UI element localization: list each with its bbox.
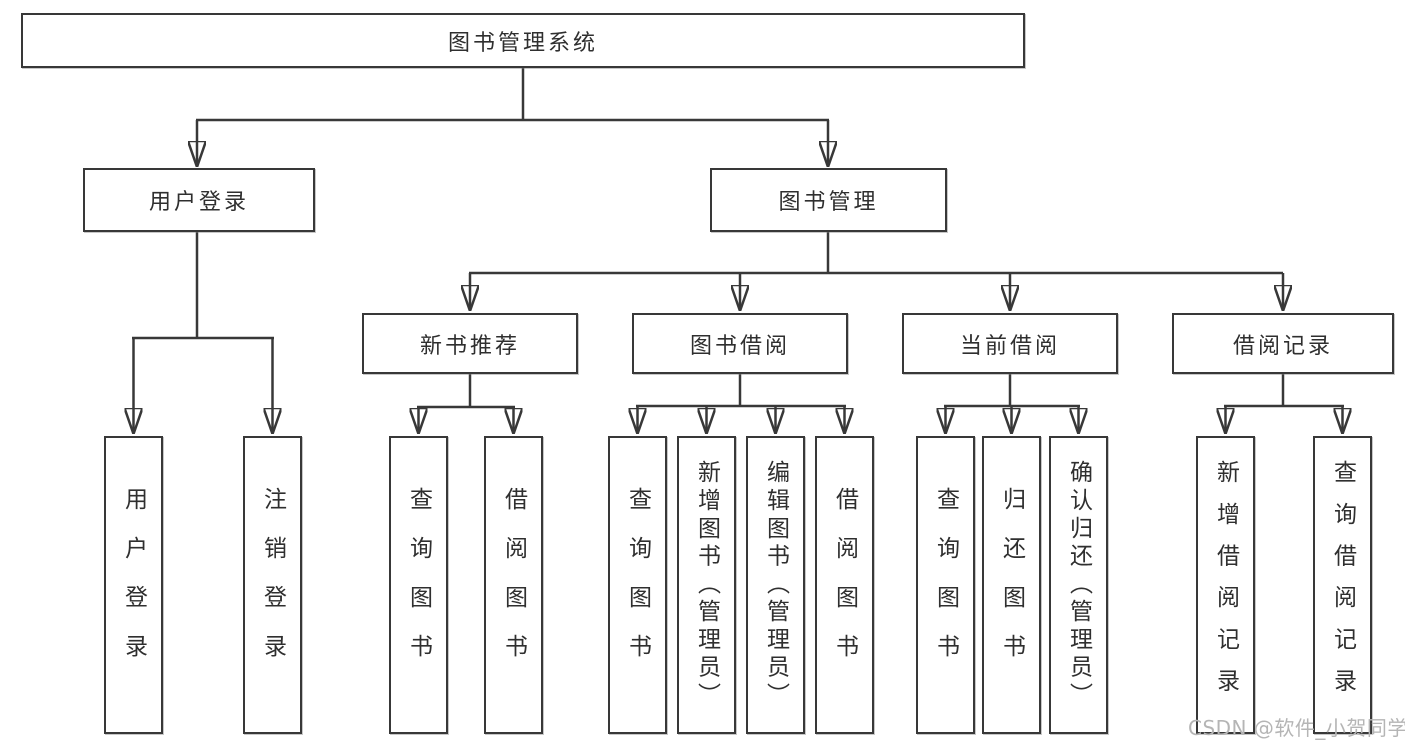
node-user-login-branch: 用户登录 (83, 168, 315, 232)
node-book-borrowing: 图书借阅 (632, 313, 848, 374)
leaf-record-query: 查询借阅记录 (1313, 436, 1372, 734)
node-book-management-branch: 图书管理 (710, 168, 947, 232)
leaf-newbook-query: 查询图书 (389, 436, 448, 734)
leaf-logout: 注销登录 (243, 436, 302, 734)
leaf-user-login: 用户登录 (104, 436, 163, 734)
leaf-current-query: 查询图书 (916, 436, 975, 734)
leaf-borrow-edit-admin: 编辑图书（管理员） (746, 436, 805, 734)
leaf-borrow-add-admin: 新增图书（管理员） (677, 436, 736, 734)
node-borrow-records: 借阅记录 (1172, 313, 1394, 374)
csdn-watermark: CSDN @软件_小贺同学 (1188, 716, 1405, 740)
node-root-system: 图书管理系统 (21, 13, 1025, 68)
leaf-current-confirm-admin: 确认归还（管理员） (1049, 436, 1108, 734)
node-new-book-recommend: 新书推荐 (362, 313, 578, 374)
leaf-record-add: 新增借阅记录 (1196, 436, 1255, 734)
leaf-borrow-query: 查询图书 (608, 436, 667, 734)
leaf-borrow-borrow: 借阅图书 (815, 436, 874, 734)
node-current-borrowing: 当前借阅 (902, 313, 1118, 374)
leaf-current-return: 归还图书 (982, 436, 1041, 734)
leaf-newbook-borrow: 借阅图书 (484, 436, 543, 734)
